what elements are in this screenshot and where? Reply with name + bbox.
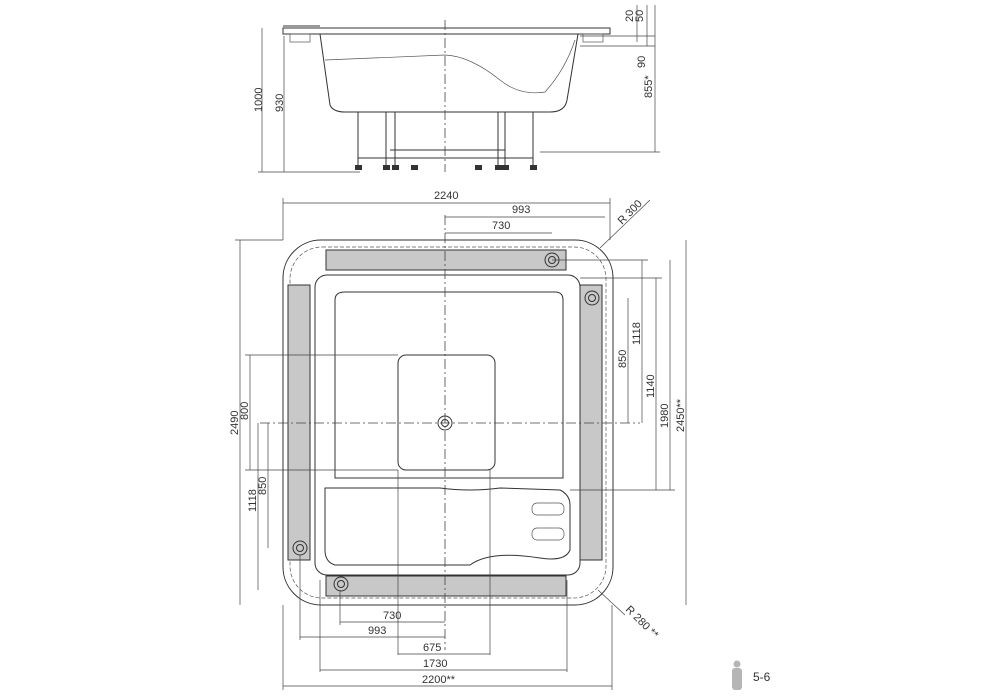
dim-855: 855* xyxy=(643,75,655,98)
radius-300: R 300 xyxy=(616,198,645,227)
dim-993-top: 993 xyxy=(512,204,530,216)
dim-1980-right: 1980 xyxy=(659,404,671,428)
headrest-top xyxy=(325,249,567,271)
dim-1730-bottom: 1730 xyxy=(423,658,447,670)
dim-2200-bottom: 2200** xyxy=(422,674,456,686)
dim-850-left: 850 xyxy=(257,477,269,495)
dim-993-bottom: 993 xyxy=(368,625,386,637)
dim-1000: 1000 xyxy=(253,88,265,112)
headrest-left xyxy=(287,284,311,561)
capacity-indicator: 5-6 xyxy=(732,660,771,690)
side-view: 1000 930 20 50 90 855* xyxy=(253,5,660,173)
dim-2450-right: 2450** xyxy=(675,398,687,432)
dim-730-bottom: 730 xyxy=(383,610,401,622)
headrest-bottom xyxy=(325,575,567,597)
dim-1118-right: 1118 xyxy=(631,322,643,345)
dim-675-bottom: 675 xyxy=(423,642,441,654)
dim-2240: 2240 xyxy=(434,190,458,202)
dim-2490: 2490 xyxy=(229,411,241,435)
dim-1140-right: 1140 xyxy=(645,374,657,398)
person-icon xyxy=(732,660,742,690)
dim-50: 50 xyxy=(634,10,646,22)
dim-20: 20 xyxy=(624,10,636,22)
dim-1118-left: 1118 xyxy=(247,489,259,512)
headrest-right xyxy=(579,284,603,561)
radius-280: R 280 ** xyxy=(623,604,661,642)
dim-800-left: 800 xyxy=(239,402,251,420)
dim-90: 90 xyxy=(636,56,648,68)
dim-730-top: 730 xyxy=(492,220,510,232)
top-view: 2240 993 730 R 300 2490 800 850 1118 850… xyxy=(229,190,687,690)
capacity-label: 5-6 xyxy=(753,670,771,684)
dim-930: 930 xyxy=(274,94,286,112)
dim-850-right: 850 xyxy=(617,350,629,368)
